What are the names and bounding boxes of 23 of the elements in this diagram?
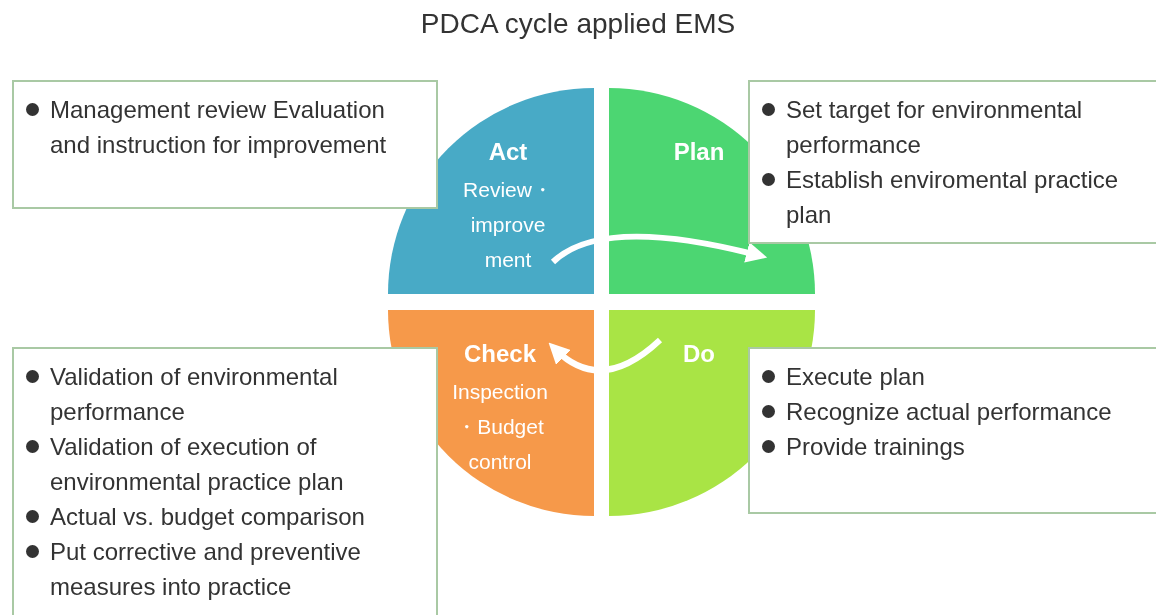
text-box: [12, 347, 438, 615]
bullet-item: Put corrective and preventive measures into practice: [22, 534, 428, 604]
bullet-item: Validation of execution of environmental practice plan: [22, 429, 428, 499]
stage-title: Act: [487, 138, 529, 166]
curved-arrow: [551, 233, 768, 265]
bullet-item: Management review Evaluation and instruction for improvement: [22, 92, 428, 162]
bullet-item: Establish enviromental practice plan: [758, 162, 1156, 232]
stage-title: Do: [682, 340, 716, 368]
bullet-item: Validation of environmental performance: [22, 359, 428, 429]
stage-description: Inspection ・Budget control: [451, 379, 549, 475]
stage-title: Check: [462, 340, 537, 368]
text-box: [748, 80, 1156, 244]
text-box: [748, 347, 1156, 514]
bullet-item: Execute plan: [758, 359, 1156, 394]
text-box: [12, 80, 438, 209]
bullet-item: Provide trainings: [758, 429, 1156, 464]
bullet-item: Set target for environmental performance: [758, 92, 1156, 162]
bullet-item: Recognize actual performance: [758, 394, 1156, 429]
stage-description: Review・ improve ment: [462, 177, 554, 273]
diagram-title: PDCA cycle applied EMS: [419, 8, 737, 40]
bullet-item: Actual vs. budget comparison: [22, 499, 428, 534]
stage-title: Plan: [672, 138, 726, 166]
curved-arrow: [548, 337, 662, 374]
